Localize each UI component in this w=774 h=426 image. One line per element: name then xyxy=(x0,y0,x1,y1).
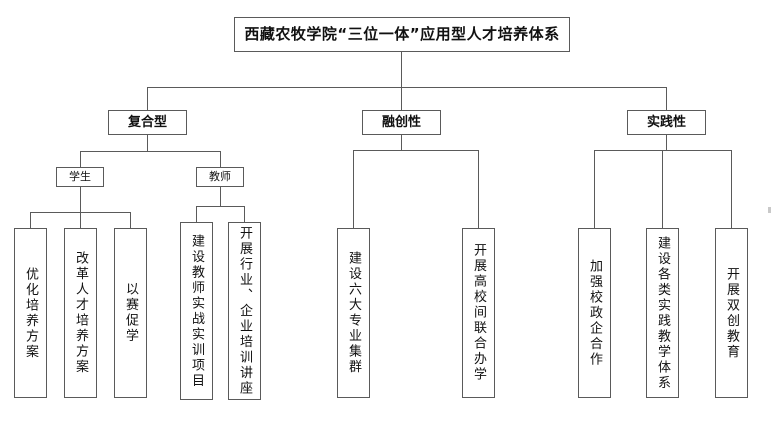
leaf-node-six-major-discipline-clusters: 建设六大专业集群 xyxy=(337,228,370,398)
edge-artifact-mark xyxy=(768,207,771,213)
connector-drop-practicality xyxy=(666,87,667,110)
connector-drop-teachers xyxy=(220,151,221,167)
connector-students-drop xyxy=(80,187,81,212)
connector-practicality-drop xyxy=(666,135,667,150)
connector-teachers-drop xyxy=(220,187,221,206)
connector-drop-students xyxy=(80,151,81,167)
connector-drop-leaf-clusters xyxy=(353,150,354,228)
connector-main-bus xyxy=(147,87,666,88)
connector-drop-leaf-optimize xyxy=(30,212,31,228)
level2-node-integration-innovation: 融创性 xyxy=(362,110,441,135)
connector-drop-leaf-cooperation xyxy=(594,150,595,228)
connector-drop-composite xyxy=(147,87,148,110)
leaf-label: 加强校政企合作 xyxy=(587,258,602,368)
leaf-label: 开展高校间联合办学 xyxy=(471,243,486,383)
connector-drop-leaf-reform xyxy=(80,212,81,228)
connector-drop-leaf-teacher-project xyxy=(196,206,197,222)
leaf-label: 建设教师实战实训项目 xyxy=(189,233,204,389)
leaf-node-competition-promotes-learning: 以赛促学 xyxy=(114,228,147,398)
level2-node-composite: 复合型 xyxy=(108,110,187,135)
connector-composite-bus xyxy=(80,151,220,152)
leaf-node-teacher-practical-training-project: 建设教师实战实训项目 xyxy=(180,222,213,400)
connector-drop-integration xyxy=(401,87,402,110)
connector-root-drop xyxy=(401,52,402,87)
leaf-label: 建设各类实践教学体系 xyxy=(655,235,670,391)
leaf-label: 改革人才培养方案 xyxy=(73,251,88,375)
connector-drop-leaf-innovation-edu xyxy=(731,150,732,228)
connector-teachers-bus xyxy=(196,206,244,207)
leaf-node-industry-enterprise-training-lecture: 开展行业、企业培训讲座 xyxy=(228,222,261,400)
leaf-label: 优化培养方案 xyxy=(23,266,38,360)
root-node-title: 西藏农牧学院“三位一体”应用型人才培养体系 xyxy=(234,17,570,52)
leaf-node-inter-university-joint-education: 开展高校间联合办学 xyxy=(462,228,495,398)
leaf-node-innovation-entrepreneurship-education: 开展双创教育 xyxy=(715,228,748,398)
leaf-node-school-government-enterprise-cooperation: 加强校政企合作 xyxy=(578,228,611,398)
leaf-node-various-practical-teaching-systems: 建设各类实践教学体系 xyxy=(646,228,679,398)
connector-integration-bus xyxy=(353,150,478,151)
connector-drop-leaf-industry-lecture xyxy=(244,206,245,222)
leaf-label: 开展行业、企业培训讲座 xyxy=(237,225,252,397)
leaf-label: 开展双创教育 xyxy=(724,266,739,360)
leaf-label: 建设六大专业集群 xyxy=(346,251,361,375)
connector-drop-leaf-competition xyxy=(130,212,131,228)
level2-node-practicality: 实践性 xyxy=(627,110,706,135)
leaf-label: 以赛促学 xyxy=(123,282,138,344)
level3-node-students: 学生 xyxy=(56,167,104,187)
leaf-node-optimize-training-plan: 优化培养方案 xyxy=(14,228,47,398)
level3-node-teachers: 教师 xyxy=(196,167,244,187)
connector-composite-drop xyxy=(147,135,148,151)
leaf-node-reform-talent-training-plan: 改革人才培养方案 xyxy=(64,228,97,398)
connector-drop-leaf-joint-education xyxy=(478,150,479,228)
connector-integration-drop xyxy=(401,135,402,150)
connector-drop-leaf-teaching-systems xyxy=(662,150,663,228)
